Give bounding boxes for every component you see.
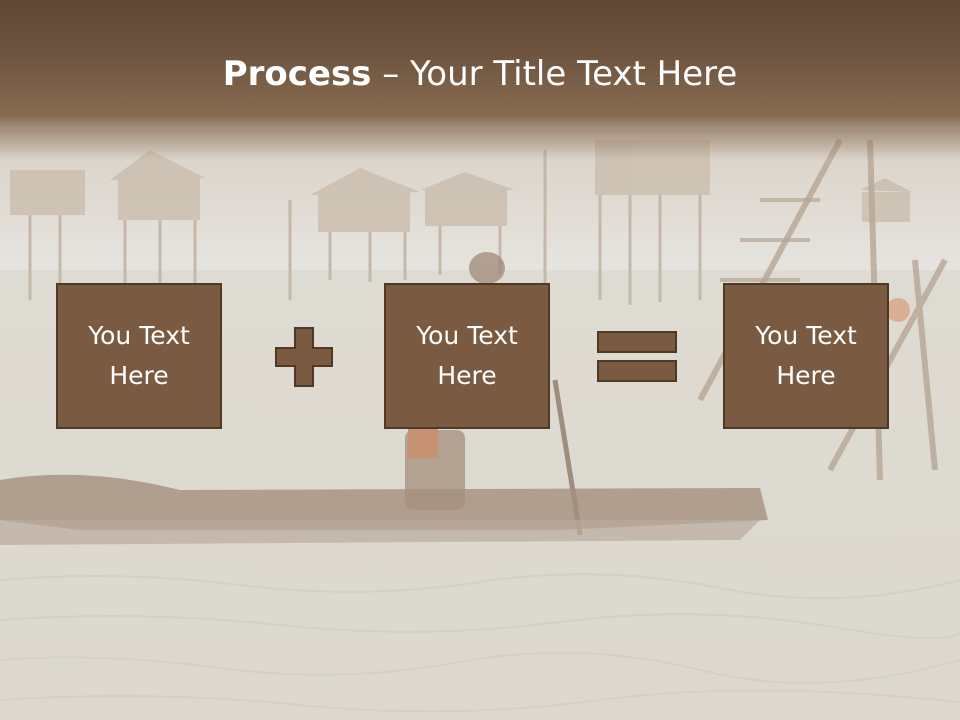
title-bold-text: Process — [222, 54, 372, 94]
text-box-3-content: You Text Here — [736, 316, 876, 396]
text-box-1-line1: You Text — [88, 321, 190, 350]
plus-icon — [275, 327, 333, 387]
slide-title[interactable]: Process – Your Title Text Here — [0, 52, 960, 96]
text-box-1-line2: Here — [109, 361, 169, 390]
text-box-2-content: You Text Here — [397, 316, 537, 396]
text-box-3[interactable]: You Text Here — [723, 283, 889, 429]
text-box-3-line2: Here — [776, 361, 836, 390]
text-box-2[interactable]: You Text Here — [384, 283, 550, 429]
text-box-2-line2: Here — [437, 361, 497, 390]
title-rest-text: – Your Title Text Here — [371, 54, 738, 94]
text-box-3-line1: You Text — [755, 321, 857, 350]
equals-icon — [597, 331, 677, 382]
text-box-1-content: You Text Here — [69, 316, 209, 396]
text-box-2-line1: You Text — [416, 321, 518, 350]
title-band — [0, 0, 960, 160]
text-box-1[interactable]: You Text Here — [56, 283, 222, 429]
